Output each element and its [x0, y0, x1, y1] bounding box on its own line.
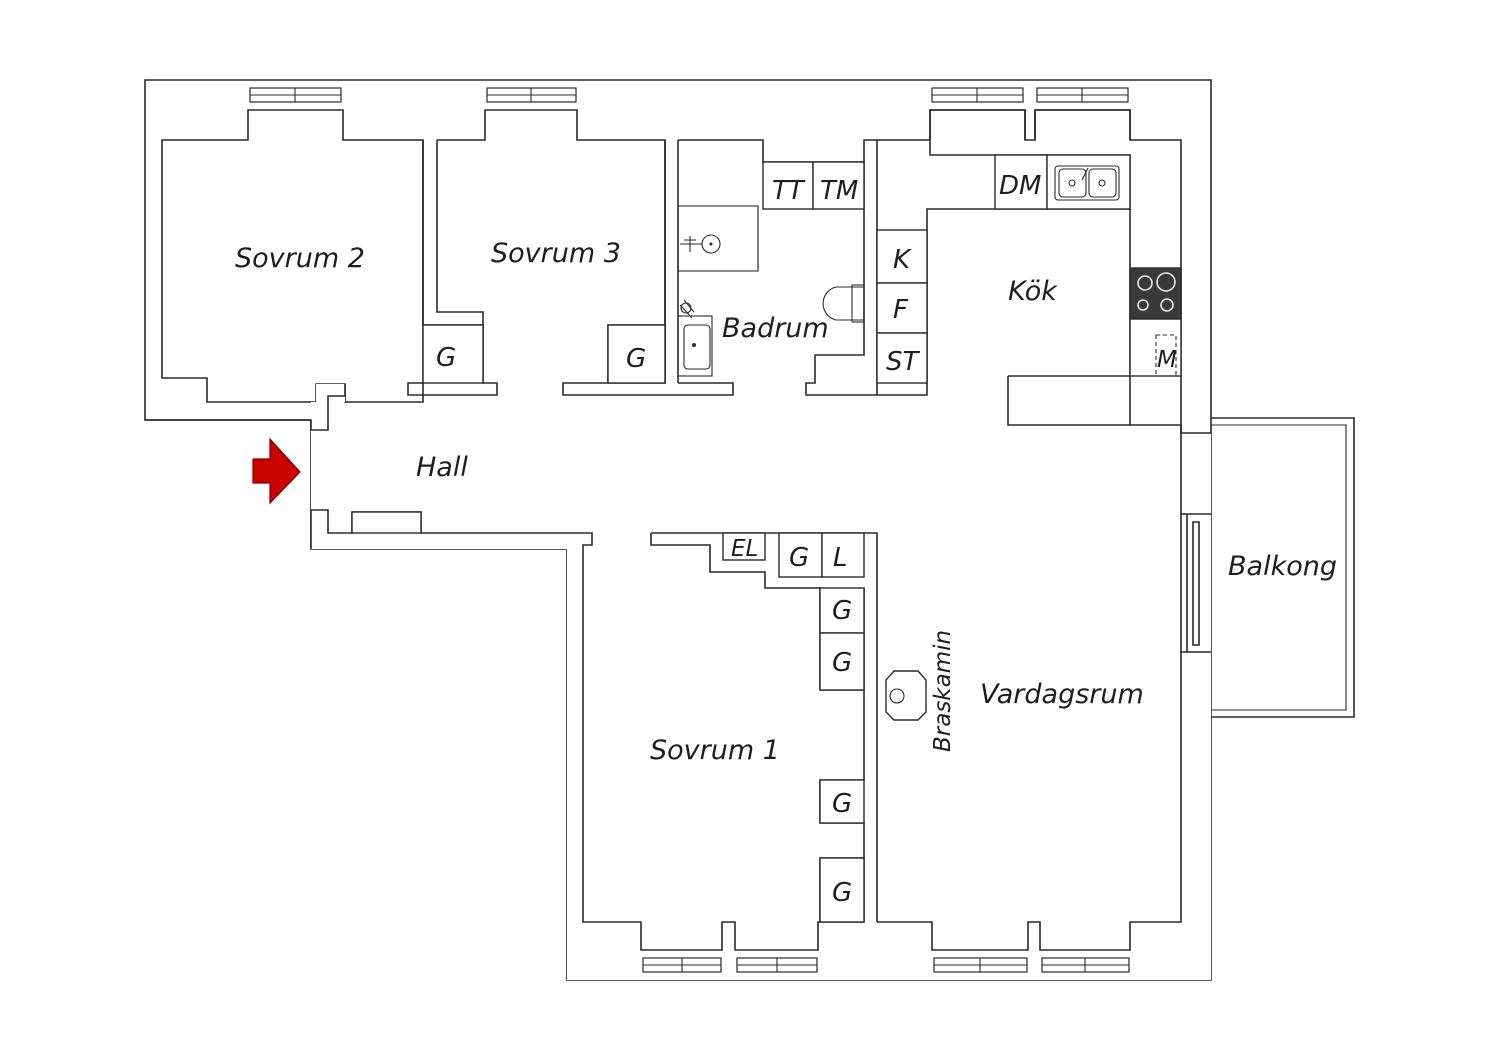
label-balkong: Balkong: [1228, 551, 1337, 582]
bath-sink-icon: [677, 299, 713, 377]
g-box-s1-1: [819, 587, 865, 634]
window-vardagsrum-2: [1041, 957, 1130, 973]
el-box: [722, 532, 766, 561]
label-sovrum1: Sovrum 1: [650, 735, 780, 766]
labels: Sovrum 2 Sovrum 3 Badrum Kök Hall Balkon…: [235, 171, 1337, 908]
window-sovrum2: [249, 87, 342, 103]
tm-box: [812, 161, 865, 210]
window-sovrum1-2: [736, 957, 818, 973]
label-g-sovrum3: G: [626, 344, 646, 374]
label-f: F: [893, 295, 909, 325]
label-g-s1-1: G: [832, 596, 852, 626]
entrance-arrow-icon: [252, 437, 301, 505]
shower-icon: [677, 205, 759, 272]
label-g-s1-2: G: [832, 648, 852, 678]
label-sovrum2: Sovrum 2: [235, 243, 365, 274]
hall-bench: [351, 511, 422, 534]
label-l: L: [833, 543, 848, 573]
window-sovrum3: [486, 87, 577, 103]
label-m: M: [1157, 347, 1177, 373]
label-badrum: Badrum: [722, 313, 829, 344]
hall-area: [311, 376, 1211, 980]
l-box: [821, 532, 865, 578]
fireplace-icon: [885, 670, 927, 721]
label-st: ST: [886, 347, 921, 377]
label-g-s1-3: G: [832, 789, 852, 819]
label-kok: Kök: [1008, 276, 1058, 307]
f-box: [876, 282, 928, 334]
g-box-s1-2: [819, 632, 865, 691]
balcony: [1211, 417, 1355, 718]
toilet-icon: [822, 284, 865, 323]
label-hall: Hall: [416, 452, 468, 483]
tt-box: [762, 161, 814, 210]
label-g-s1-4: G: [832, 878, 852, 908]
windows: [249, 87, 1130, 973]
label-g-hall: G: [789, 543, 809, 573]
label-dm: DM: [999, 171, 1041, 201]
room-outlines: [161, 109, 1211, 980]
label-g-sovrum2: G: [436, 343, 456, 373]
window-kok-2: [1036, 87, 1129, 103]
fixtures: [351, 154, 1182, 923]
g-box-sovrum3: [607, 324, 666, 384]
label-braskamin: Braskamin: [930, 630, 956, 752]
label-tm: TM: [820, 176, 858, 206]
stove-icon: [1129, 267, 1182, 320]
window-sovrum1-1: [642, 957, 722, 973]
label-k: K: [893, 245, 912, 275]
st-box: [876, 332, 928, 384]
window-vardagsrum-1: [933, 957, 1028, 973]
k-box: [876, 229, 928, 284]
g-box-s1-3: [819, 779, 865, 824]
dm-box: [994, 154, 1048, 210]
label-tt: TT: [772, 176, 806, 206]
window-kok-1: [931, 87, 1024, 103]
g-box-s1-4: [819, 857, 865, 923]
label-el: EL: [731, 536, 758, 562]
kitchen-sink-icon: [1046, 154, 1131, 210]
g-box-sovrum2: [422, 324, 484, 384]
label-vardagsrum: Vardagsrum: [980, 679, 1144, 710]
label-sovrum3: Sovrum 3: [491, 238, 621, 269]
